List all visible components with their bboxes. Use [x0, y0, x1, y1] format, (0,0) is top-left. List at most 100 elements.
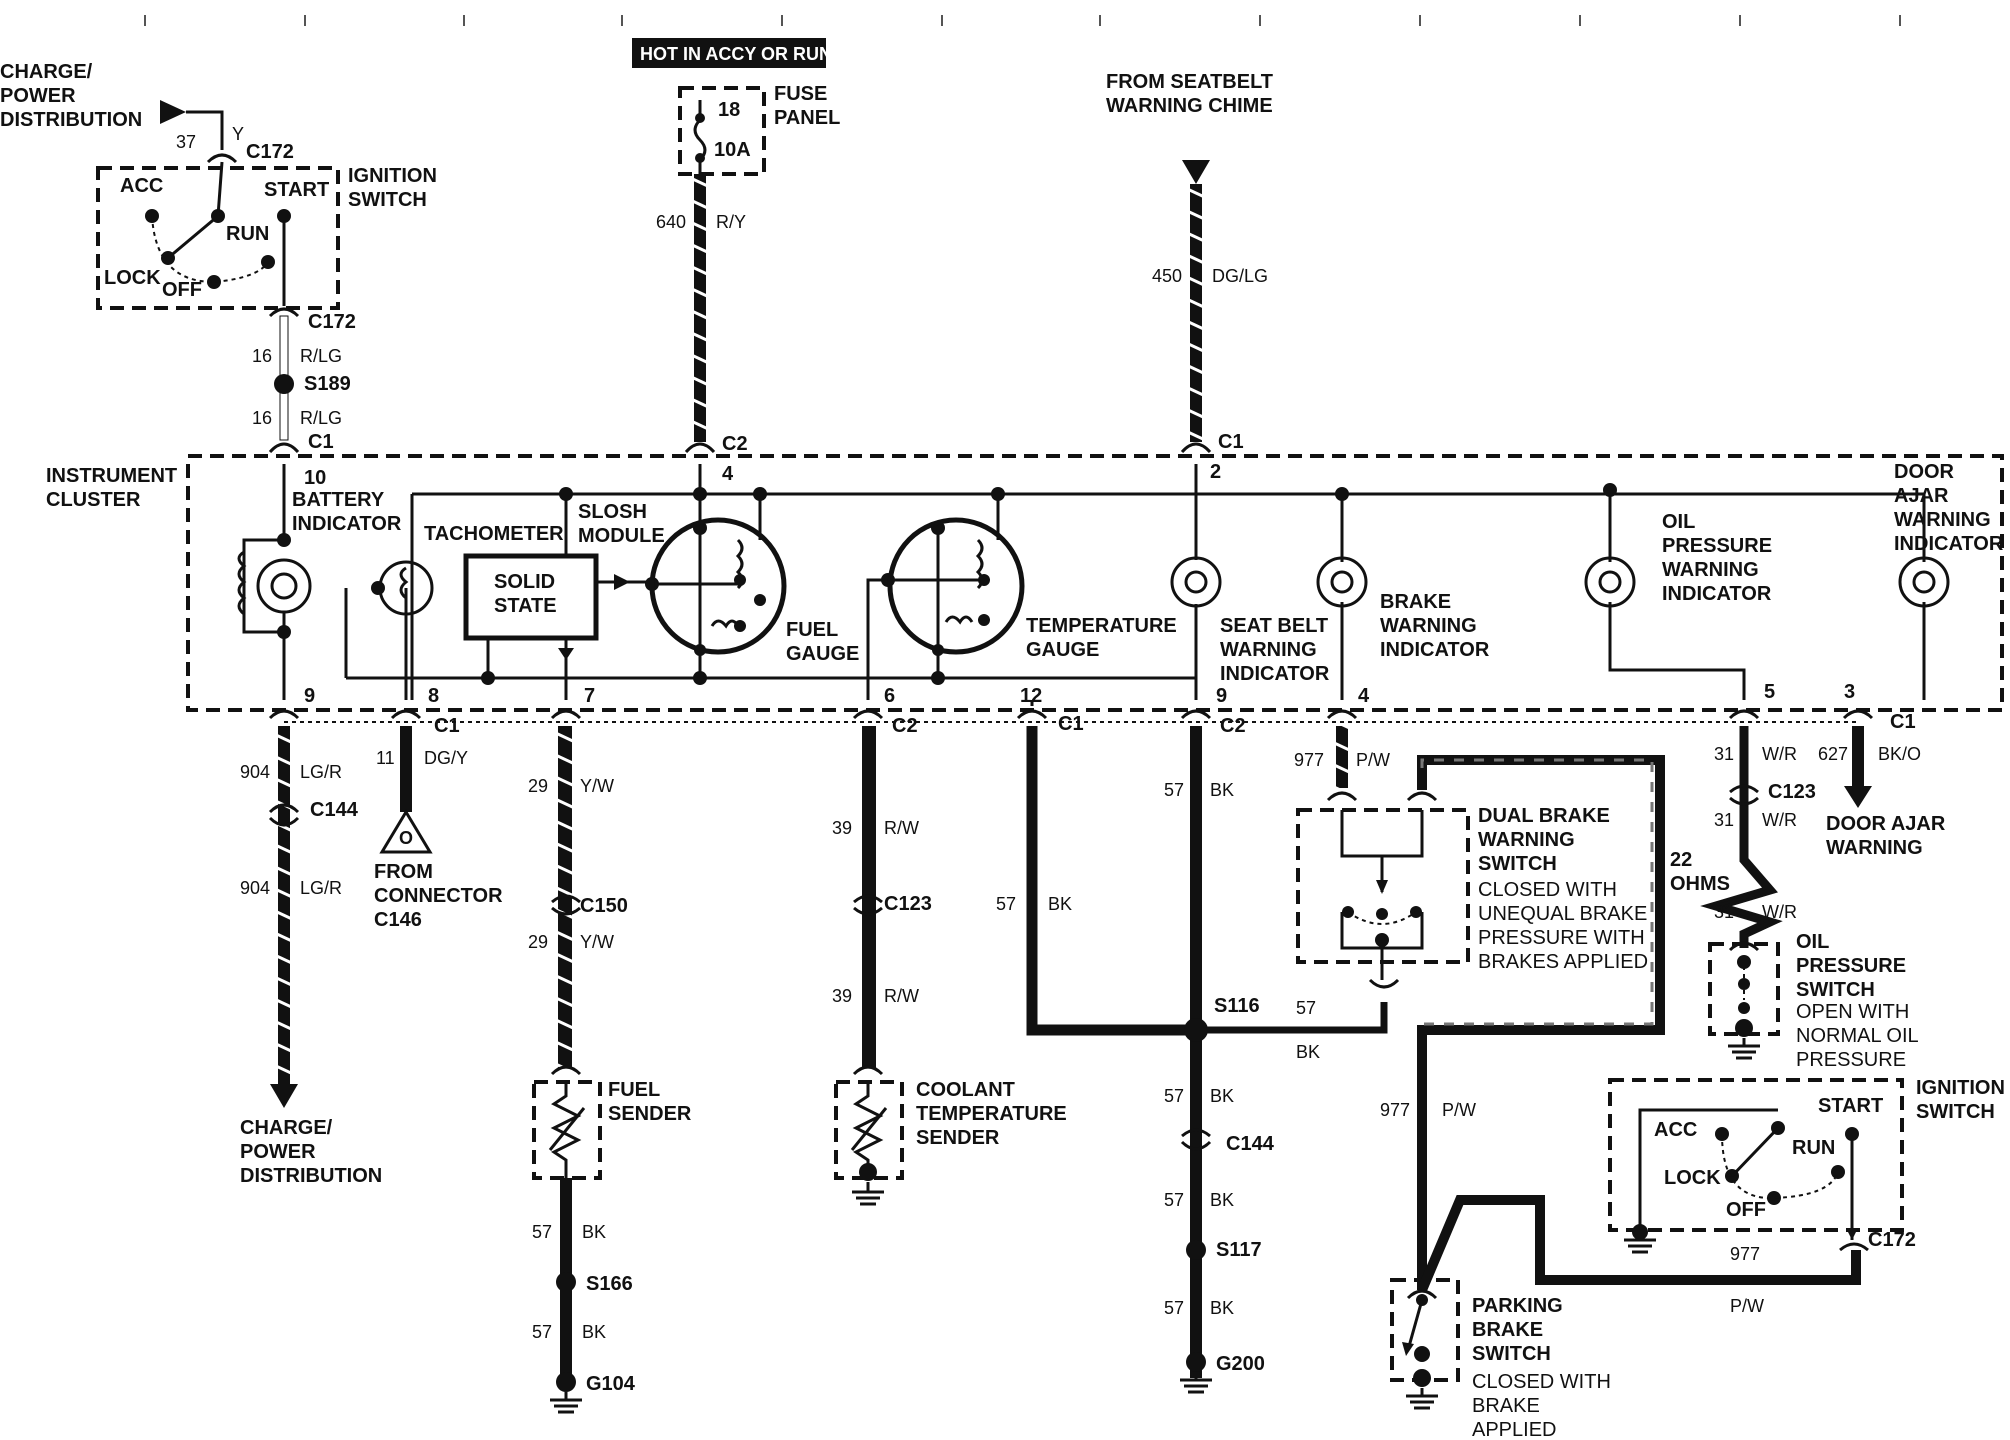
- svg-text:ACC: ACC: [1654, 1119, 1697, 1141]
- svg-text:C2: C2: [892, 715, 918, 737]
- wire-904: [278, 726, 290, 1084]
- svg-text:DG/Y: DG/Y: [424, 748, 468, 768]
- svg-text:DG/LG: DG/LG: [1212, 266, 1268, 286]
- tachometer-label: TACHOMETER: [424, 523, 564, 545]
- svg-text:18: 18: [718, 99, 740, 121]
- svg-text:31: 31: [1714, 902, 1734, 922]
- svg-text:57: 57: [1164, 1190, 1184, 1210]
- svg-text:4: 4: [722, 463, 734, 485]
- svg-text:RUN: RUN: [226, 223, 269, 245]
- svg-text:904: 904: [240, 762, 270, 782]
- svg-text:39: 39: [832, 986, 852, 1006]
- seatbelt-arrow: [1182, 160, 1210, 184]
- connector-c150: [551, 894, 581, 916]
- ground-g200: [1186, 1352, 1206, 1372]
- svg-text:C1: C1: [434, 715, 460, 737]
- svg-text:S166: S166: [586, 1273, 633, 1295]
- svg-text:P/W: P/W: [1442, 1100, 1476, 1120]
- svg-text:3: 3: [1844, 681, 1855, 703]
- svg-text:29: 29: [528, 776, 548, 796]
- svg-text:BK: BK: [1210, 780, 1234, 800]
- svg-text:16: 16: [252, 346, 272, 366]
- svg-text:57: 57: [1164, 1298, 1184, 1318]
- svg-text:S189: S189: [304, 373, 351, 395]
- svg-text:977: 977: [1294, 750, 1324, 770]
- svg-text:BK: BK: [1210, 1086, 1234, 1106]
- solid-state-box: [463, 553, 599, 641]
- svg-text:C2: C2: [722, 433, 748, 455]
- wire-37: 37: [176, 132, 196, 152]
- svg-text:BK: BK: [1296, 1042, 1320, 1062]
- wire-450: [1190, 184, 1202, 442]
- temperature-gauge: [887, 517, 1025, 655]
- connector-c144-left: [268, 803, 300, 827]
- svg-text:LOCK: LOCK: [1664, 1167, 1721, 1189]
- svg-text:BK: BK: [582, 1322, 606, 1342]
- oil-pressure-switch-box: [1708, 942, 1780, 1036]
- svg-text:S117: S117: [1216, 1239, 1262, 1261]
- charge-arrow-bottom: [270, 1084, 298, 1108]
- svg-text:C1: C1: [1058, 713, 1084, 735]
- svg-text:C1: C1: [1890, 711, 1916, 733]
- ground-g104: [556, 1372, 576, 1392]
- wire-627: [1852, 726, 1864, 788]
- svg-text:10: 10: [304, 467, 326, 489]
- svg-text:C1: C1: [308, 431, 334, 453]
- wire-977-bottom: [1417, 1195, 1861, 1292]
- svg-text:11: 11: [376, 748, 395, 768]
- brake-indicator-lamp: [1316, 556, 1368, 608]
- svg-text:R/LG: R/LG: [300, 408, 342, 428]
- battery-indicator-lamp: [256, 558, 312, 614]
- pin-c1-10: [268, 442, 300, 454]
- svg-text:9: 9: [304, 685, 315, 707]
- svg-text:C123: C123: [1768, 781, 1816, 803]
- connector-c172-bottom: [1839, 1242, 1869, 1252]
- svg-text:904: 904: [240, 878, 270, 898]
- svg-text:977: 977: [1730, 1244, 1760, 1264]
- svg-text:57: 57: [1164, 780, 1184, 800]
- ignition-switch-top-contacts: [145, 161, 291, 306]
- svg-text:START: START: [264, 179, 329, 201]
- svg-text:W/R: W/R: [1762, 744, 1797, 764]
- svg-text:977: 977: [1380, 1100, 1410, 1120]
- svg-text:BK: BK: [582, 1222, 606, 1242]
- svg-text:57: 57: [996, 894, 1016, 914]
- splice-s189: [274, 374, 294, 394]
- svg-text:BK/O: BK/O: [1878, 744, 1921, 764]
- svg-text:57: 57: [1164, 1086, 1184, 1106]
- svg-text:640: 640: [656, 212, 686, 232]
- top-ticks: [144, 15, 1901, 26]
- pin-c2-4: [684, 442, 716, 454]
- svg-text:Y/W: Y/W: [580, 932, 614, 952]
- svg-text:57: 57: [532, 1322, 552, 1342]
- svg-text:W/R: W/R: [1762, 902, 1797, 922]
- instrument-cluster-box: [186, 454, 2004, 712]
- svg-text:C172: C172: [1868, 1229, 1916, 1251]
- connector-c123-right: [1729, 784, 1759, 806]
- hot-banner: [632, 38, 826, 68]
- svg-text:OFF: OFF: [1726, 1199, 1766, 1221]
- svg-text:START: START: [1818, 1095, 1883, 1117]
- svg-text:Y/W: Y/W: [580, 776, 614, 796]
- svg-text:ACC: ACC: [120, 175, 163, 197]
- wire-37-color: Y: [232, 124, 244, 144]
- ignition-switch-bottom-contacts: [1624, 1108, 1859, 1254]
- svg-text:39: 39: [832, 818, 852, 838]
- from-connector-triangle: [379, 809, 433, 854]
